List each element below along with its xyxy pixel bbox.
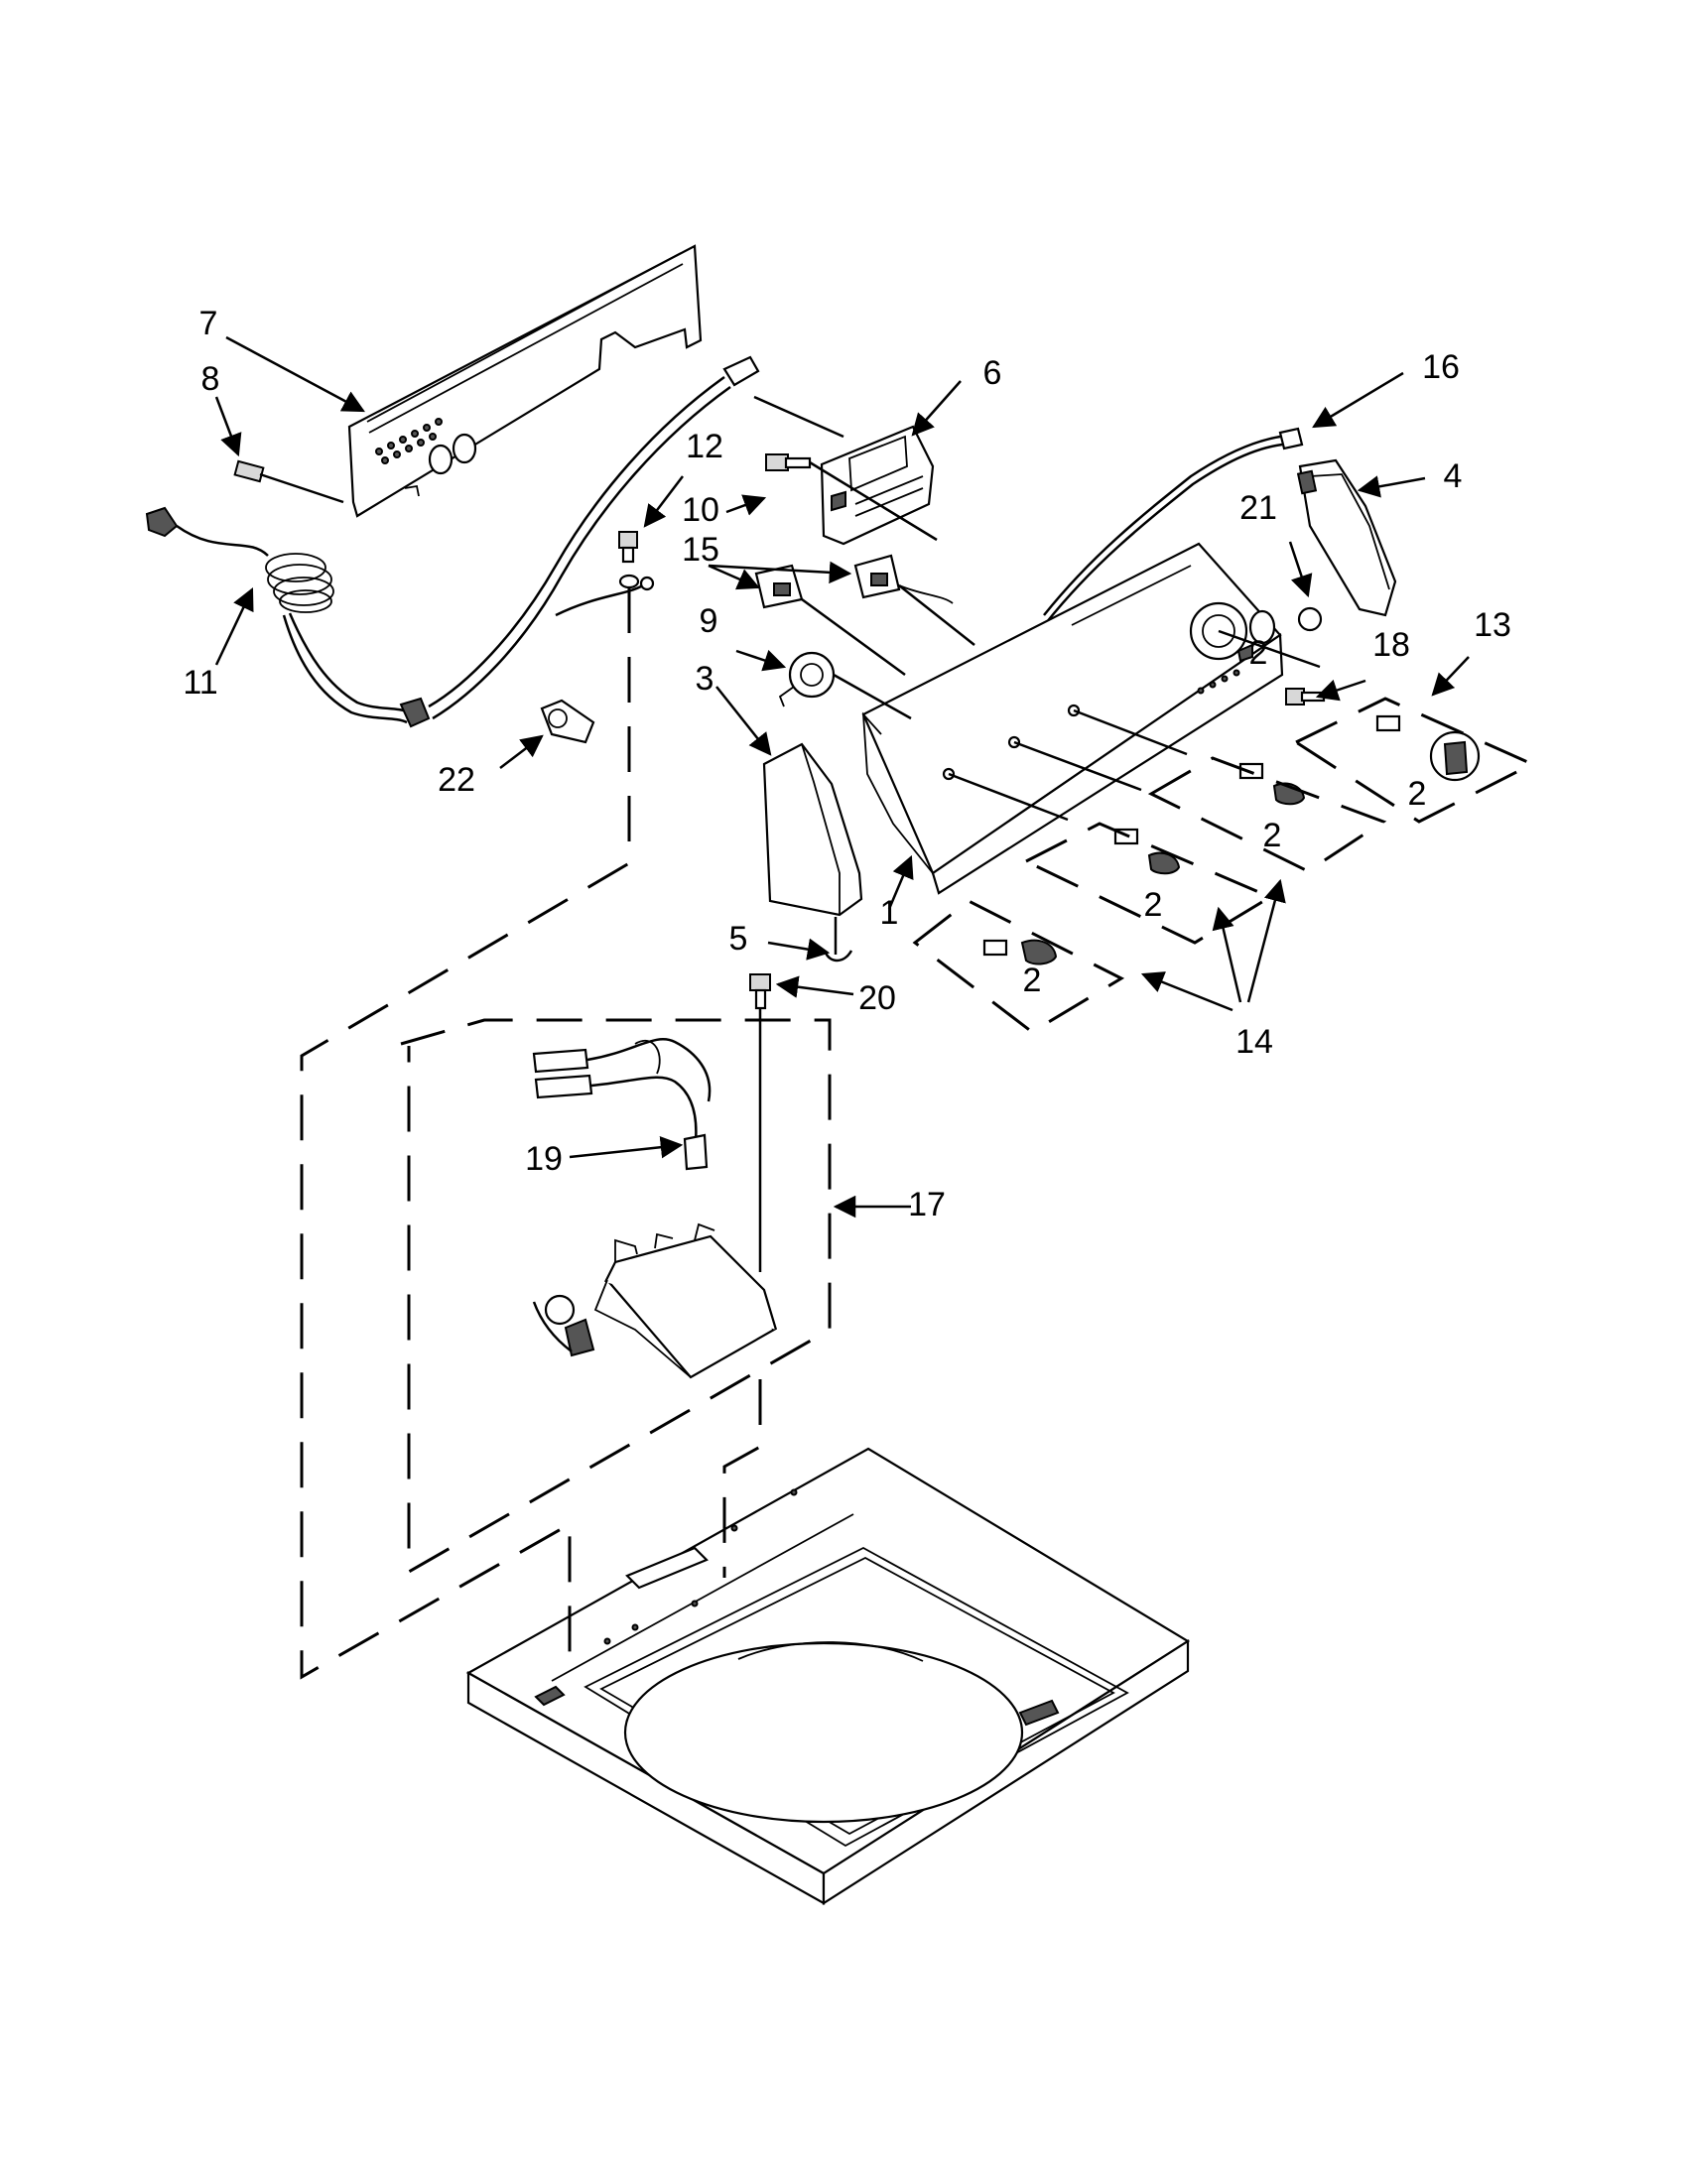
cabinet-top-part [465,1447,1191,1906]
end-cap-part [762,742,863,917]
screw-part [233,459,344,504]
callout-16: 16 [1422,348,1460,386]
ground-screw-part [618,531,640,589]
callout-6: 6 [983,354,1002,392]
callout-12: 12 [686,428,723,465]
rear-panel-part [347,244,703,518]
callout-leaders [214,335,1470,1219]
callout-5: 5 [729,920,748,958]
callout-3: 3 [696,660,714,698]
callout-17: 17 [908,1186,946,1223]
callout-labels: 1 2 2 2 2 2 3 4 5 6 7 8 9 10 11 12 13 14… [183,305,1511,1223]
callout-2b: 2 [1144,886,1163,924]
callout-15: 15 [682,531,719,569]
knob-part [982,939,1058,965]
plug-part [1297,606,1323,632]
callout-11: 11 [183,664,217,702]
callout-2d: 2 [1408,775,1427,813]
screw-part [749,973,771,1010]
callout-22: 22 [438,761,475,799]
switch-part [754,554,954,609]
harness-part [1043,427,1304,624]
knob-part [1375,714,1401,732]
clip-part [824,917,853,963]
end-cap-part [1296,458,1397,617]
callout-18: 18 [1372,626,1410,664]
power-cord-part [145,355,760,728]
selector-knob-part [1429,730,1481,782]
callout-2e: 2 [1249,634,1268,672]
callout-19: 19 [525,1140,563,1178]
callout-7: 7 [199,305,218,342]
callout-13: 13 [1474,606,1511,644]
callout-9: 9 [700,602,718,640]
callout-21: 21 [1239,489,1277,527]
control-board-part [820,425,935,546]
selector-part [778,651,836,707]
console-part [861,542,1284,895]
knob-part [1238,762,1306,806]
clamp-part [540,699,595,744]
dispenser-part [532,1222,778,1379]
assembly-guide-lines [300,395,1536,1680]
callout-2a: 2 [1023,962,1042,999]
callout-10: 10 [682,491,719,529]
callout-14: 14 [1235,1023,1273,1061]
callout-1: 1 [880,894,899,932]
callout-2c: 2 [1263,817,1282,854]
callout-8: 8 [201,360,220,398]
knob-part [1113,828,1181,875]
callout-4: 4 [1444,457,1463,495]
wire-harness-part [532,1038,712,1171]
callout-20: 20 [858,979,896,1017]
screw-part [765,453,812,471]
